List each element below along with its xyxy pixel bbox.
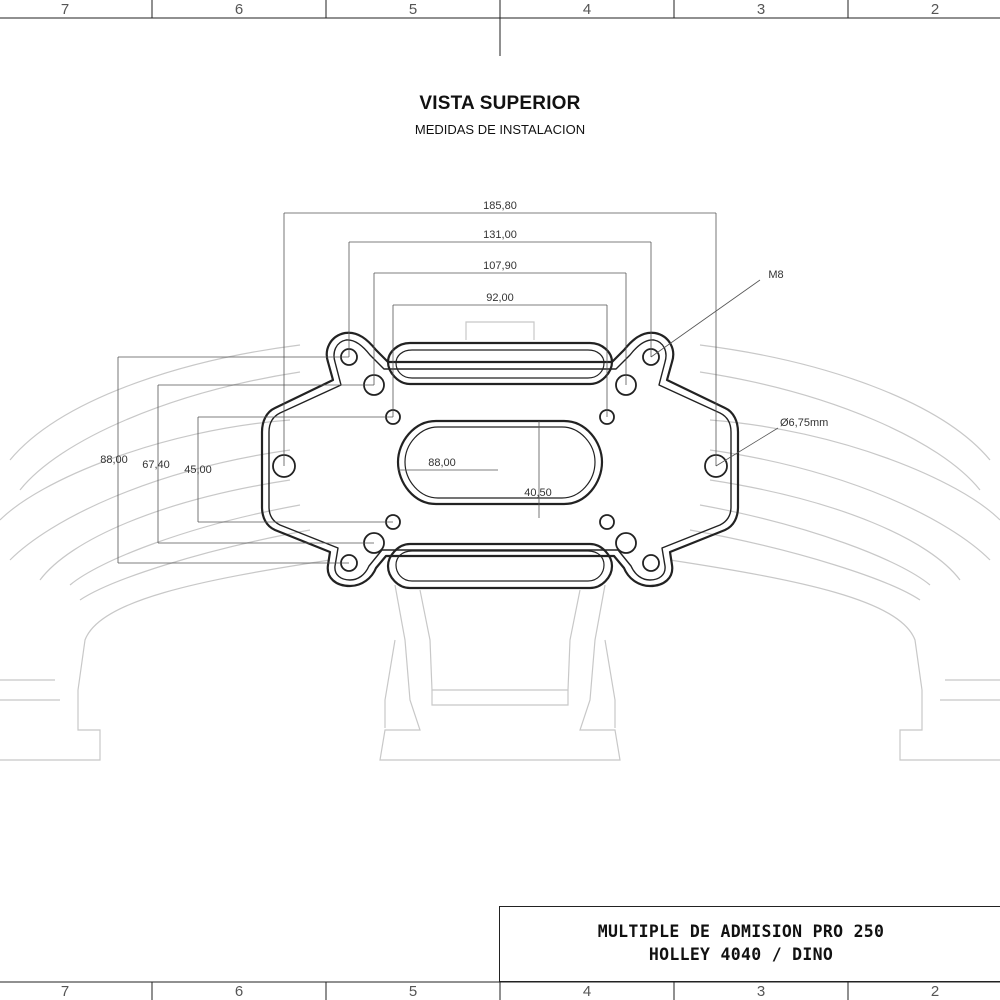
dim-67-vertical: 67,40	[142, 459, 170, 471]
bolt-hole	[599, 514, 615, 530]
column-label-bottom: 6	[235, 983, 243, 1000]
carburetor-flange	[260, 331, 740, 590]
dim-185: 185,80	[483, 200, 517, 212]
column-label-bottom: 2	[931, 983, 939, 1000]
column-label-top: 7	[61, 1, 69, 18]
flange-outline	[260, 331, 740, 588]
dim-92: 92,00	[486, 292, 514, 304]
dim-bore-length: 88,00	[428, 457, 456, 469]
upper-slot	[386, 341, 614, 386]
view-subtitle: MEDIDAS DE INSTALACION	[414, 122, 586, 137]
column-label-bottom: 4	[583, 983, 591, 1000]
column-label-bottom: 3	[757, 983, 765, 1000]
column-label-top: 4	[583, 1, 591, 18]
column-label-top: 3	[757, 1, 765, 18]
column-label-bottom: 7	[61, 983, 69, 1000]
column-label-top: 6	[235, 1, 243, 18]
bolt-hole	[642, 554, 660, 572]
dim-45-vertical: 45,00	[184, 464, 212, 476]
dim-131: 131,00	[483, 229, 517, 241]
dim-thread: M8	[768, 269, 783, 281]
title-block-line-1: MULTIPLE DE ADMISION PRO 250	[597, 922, 885, 941]
carburetor-bore	[396, 419, 604, 506]
dim-hole-diameter: Ø6,75mm	[780, 417, 828, 429]
dim-bore-width: 40,50	[524, 487, 552, 499]
bolt-hole	[615, 532, 637, 554]
dimension-lines	[117, 212, 779, 564]
title-block: MULTIPLE DE ADMISION PRO 250 HOLLEY 4040…	[499, 906, 1000, 982]
title-block-line-2: HOLLEY 4040 / DINO	[648, 945, 834, 964]
lower-slot	[386, 542, 614, 590]
view-title: VISTA SUPERIOR	[419, 93, 581, 114]
dim-107: 107,90	[483, 260, 517, 272]
mounting-holes	[272, 348, 728, 572]
flange-inner-outline	[268, 339, 732, 581]
manifold-background	[0, 321, 1000, 761]
border-column-labels: 7 6 5 4 3 2 7 6 5 4 3 2	[61, 1, 939, 1000]
dimension-labels: 185,80 131,00 107,90 92,00 88,00 40,50 8…	[100, 200, 828, 499]
dim-88-vertical: 88,00	[100, 454, 128, 466]
column-label-top: 5	[409, 1, 417, 18]
column-label-top: 2	[931, 1, 939, 18]
column-label-bottom: 5	[409, 983, 417, 1000]
